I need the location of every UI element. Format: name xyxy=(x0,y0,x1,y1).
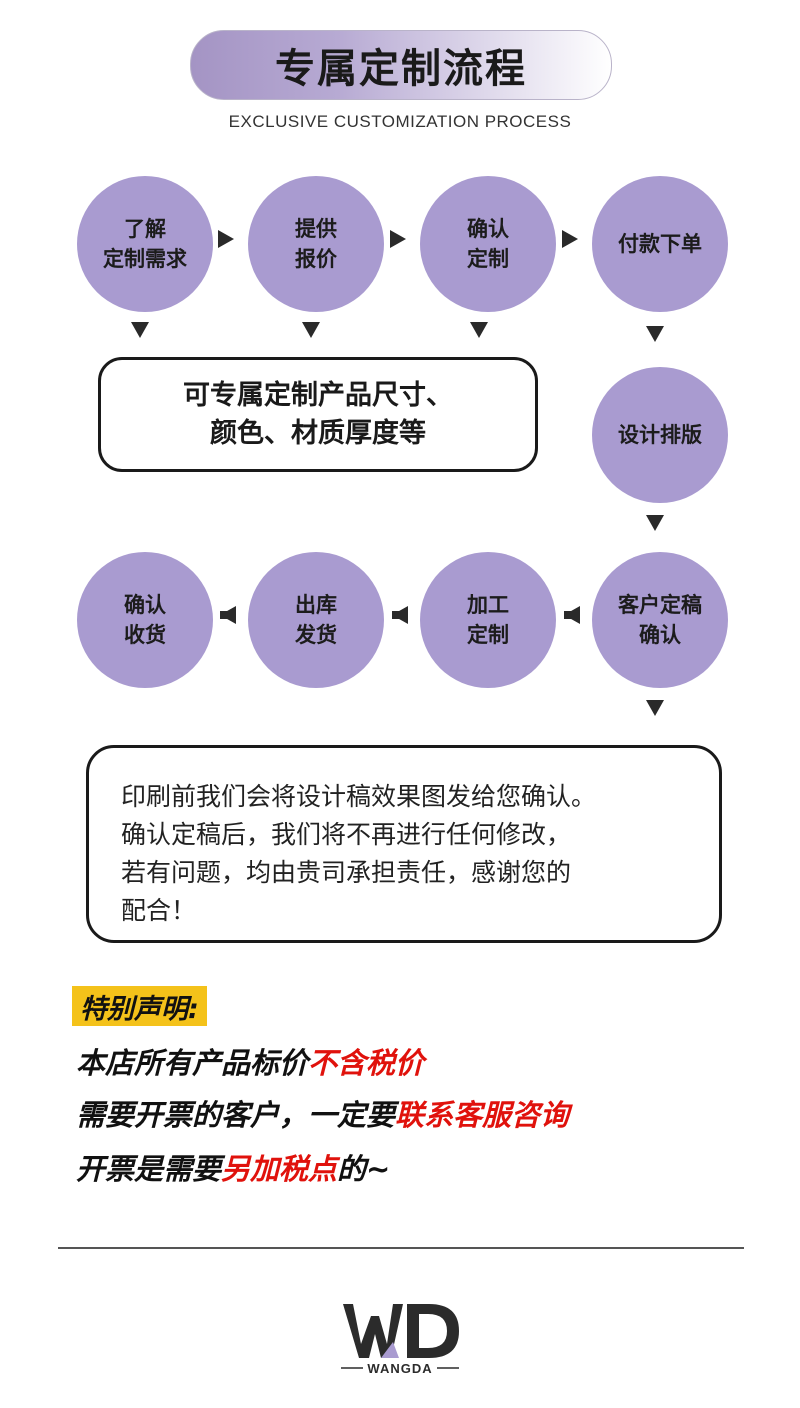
arrow-down-icon xyxy=(131,322,149,338)
step-processing: 加工定制 xyxy=(420,552,556,688)
arrow-right-icon xyxy=(562,230,578,248)
notice-label: 特别声明: xyxy=(72,986,207,1026)
step-confirm-receipt: 确认收货 xyxy=(77,552,213,688)
arrow-left-icon xyxy=(564,606,580,624)
step-pay-order: 付款下单 xyxy=(592,176,728,312)
confirmation-note-box: 印刷前我们会将设计稿效果图发给您确认。 确认定稿后，我们将不再进行任何修改， 若… xyxy=(86,745,722,943)
notice-line-2: 需要开票的客户，一定要联系客服咨询 xyxy=(76,1098,570,1132)
customization-options-box: 可专属定制产品尺寸、 颜色、材质厚度等 xyxy=(98,357,538,472)
page-subtitle: EXCLUSIVE CUSTOMIZATION PROCESS xyxy=(228,112,572,131)
notice-line-3: 开票是需要另加税点的~ xyxy=(76,1152,391,1186)
step-client-approve-draft: 客户定稿确认 xyxy=(592,552,728,688)
svg-text:WANGDA: WANGDA xyxy=(367,1361,432,1376)
step-ship: 出库发货 xyxy=(248,552,384,688)
arrow-left-icon xyxy=(220,606,236,624)
step-understand-needs: 了解定制需求 xyxy=(77,176,213,312)
step-quote: 提供报价 xyxy=(248,176,384,312)
divider xyxy=(58,1247,744,1249)
arrow-right-icon xyxy=(390,230,406,248)
arrow-down-icon xyxy=(646,700,664,716)
step-confirm-customization: 确认定制 xyxy=(420,176,556,312)
arrow-down-icon xyxy=(302,322,320,338)
arrow-down-icon xyxy=(646,326,664,342)
page-title: 专属定制流程 xyxy=(190,30,612,100)
arrow-down-icon xyxy=(470,322,488,338)
notice-line-1: 本店所有产品标价不含税价 xyxy=(76,1046,425,1080)
arrow-right-icon xyxy=(218,230,234,248)
wangda-logo: WANGDA xyxy=(341,1304,459,1376)
step-design-layout: 设计排版 xyxy=(592,367,728,503)
arrow-down-icon xyxy=(646,515,664,531)
arrow-left-icon xyxy=(392,606,408,624)
logo-mark-icon xyxy=(343,1304,459,1358)
